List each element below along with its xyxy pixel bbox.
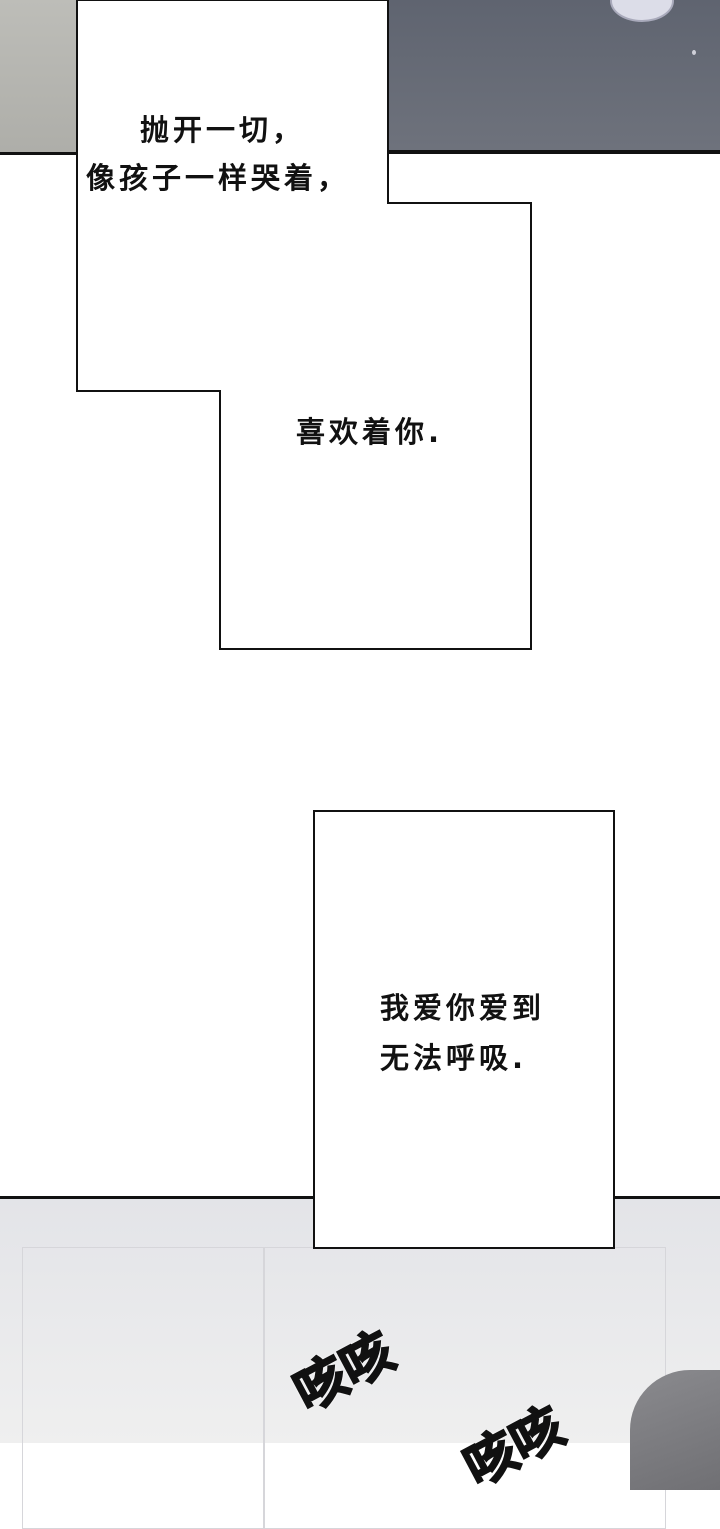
- caption-box-2: [313, 810, 615, 1249]
- caption-line-2: 像孩子一样哭着，: [86, 161, 351, 195]
- top-left-panel: [0, 0, 77, 155]
- caption-line-4: 我爱你爱到: [380, 991, 546, 1025]
- wall-tile: [22, 1247, 264, 1529]
- star: [692, 50, 696, 55]
- caption-line-5: 无法呼吸.: [380, 1041, 528, 1075]
- caption-line-1: 抛开一切，: [140, 113, 306, 147]
- night-sky-panel: [388, 0, 720, 154]
- caption-line-3: 喜欢着你.: [296, 415, 444, 449]
- caption-box-outline: [76, 0, 532, 650]
